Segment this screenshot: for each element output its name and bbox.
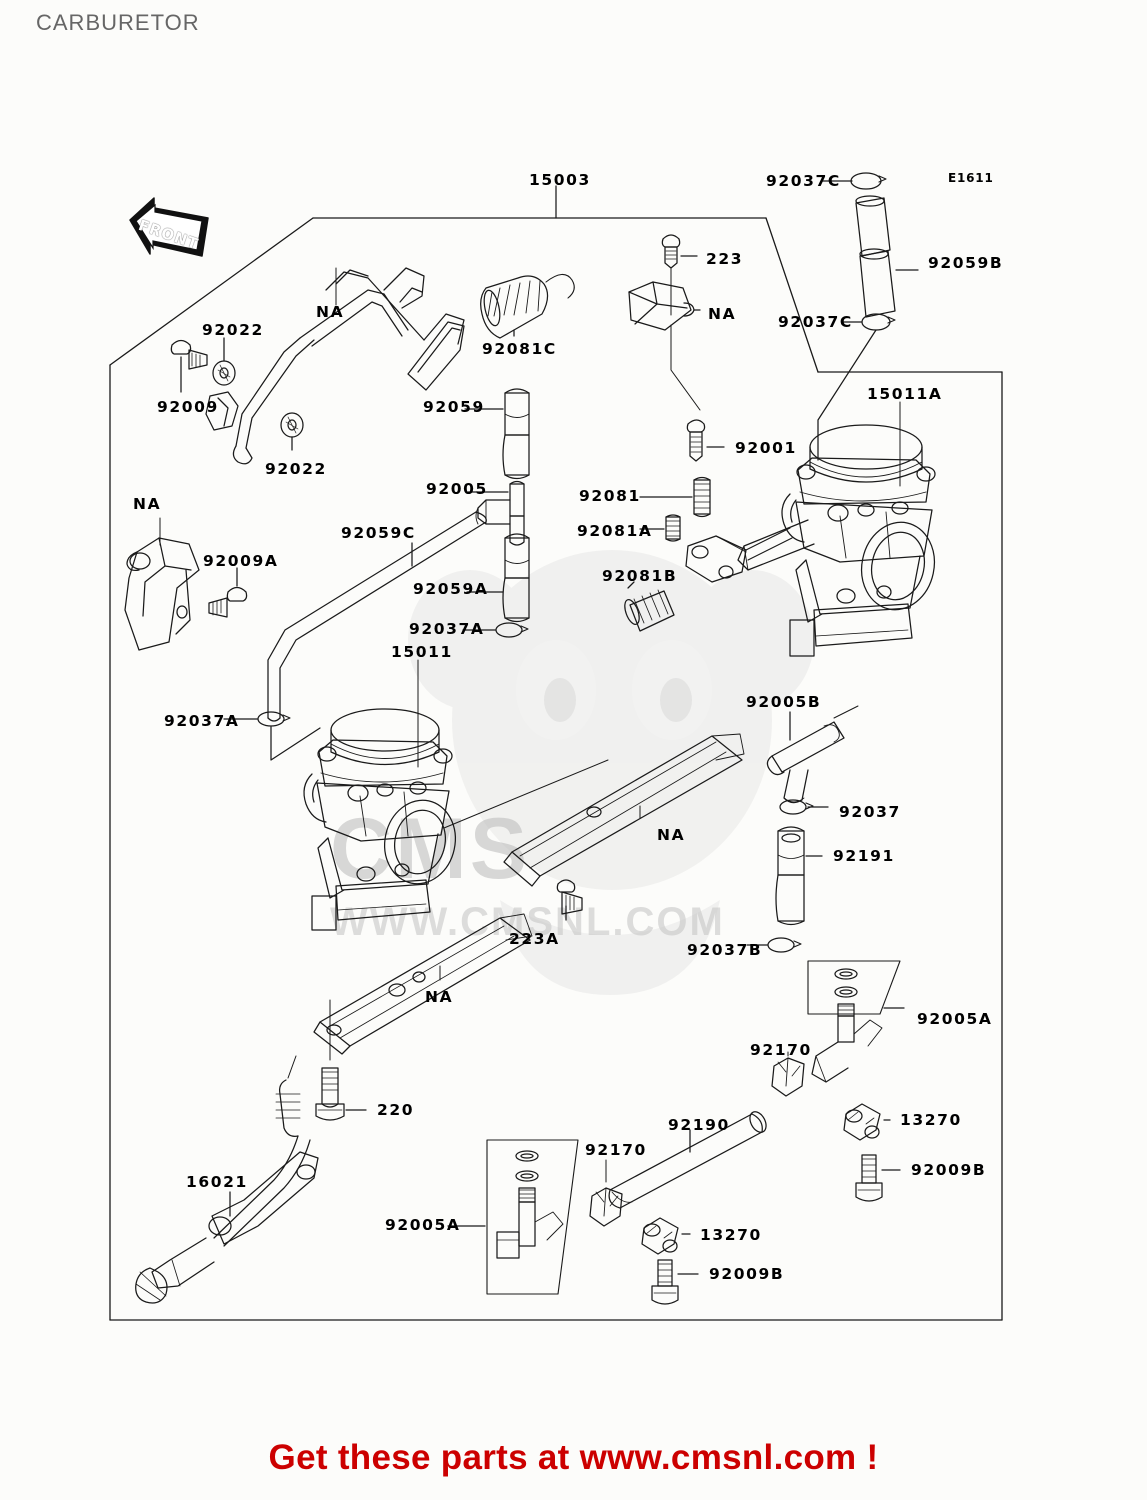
part-rail-na-lower [314,914,532,1054]
part-label-92037c: 92037C [778,313,853,331]
part-92009A-screw [209,568,247,617]
part-label-92037b: 92037B [687,941,763,959]
part-label-92059: 92059 [423,398,485,416]
part-92005A-kit-center [448,1151,563,1258]
assembly-boundary-15003 [110,218,1002,1320]
part-label-92059c: 92059C [341,524,416,542]
part-220-screw [316,1000,366,1120]
part-label-na: NA [133,495,162,513]
part-label-na: NA [657,826,686,844]
part-92191-tube [776,827,822,925]
part-label-na: NA [425,988,454,1006]
part-label-92081b: 92081B [602,567,678,585]
part-label-15011a: 15011A [867,385,943,403]
page-title: CARBURETOR [36,10,200,35]
part-label-15011: 15011 [391,643,453,661]
part-label-e1611: E1611 [948,171,994,185]
part-92009B-screw-center [652,1260,698,1304]
part-label-92005b: 92005B [746,693,822,711]
part-92170-clamp-right [772,1052,804,1096]
part-na-throttle-linkage [206,268,464,464]
part-92037C-upper [822,173,886,189]
part-label-92009b: 92009B [911,1161,987,1179]
part-92059B-tubes [856,196,918,317]
part-label-92059b: 92059B [928,254,1004,272]
part-92059A-tube [467,534,529,622]
part-label-92190: 92190 [668,1116,730,1134]
part-92022-washer-upper [213,338,235,385]
part-label-92022: 92022 [202,321,264,339]
footer-cta: Get these parts at www.cmsnl.com ! [268,1438,879,1477]
part-label-92037a: 92037A [409,620,485,638]
part-223A-screw [557,880,582,920]
part-92037-clamp [780,800,828,814]
part-15011A-carburetor [738,402,942,656]
part-label-92037a: 92037A [164,712,240,730]
part-label-220: 220 [377,1101,415,1119]
part-92009-screw [171,341,207,393]
part-label-92005a: 92005A [917,1010,993,1028]
part-label-92081: 92081 [579,487,641,505]
part-label-13270: 13270 [700,1226,762,1244]
part-label-13270: 13270 [900,1111,962,1129]
part-label-92001: 92001 [735,439,797,457]
part-label-92170: 92170 [750,1041,812,1059]
watermark-mascot-icon [408,550,814,995]
part-label-92191: 92191 [833,847,895,865]
leader-92081B [628,582,634,588]
part-92059-tube [465,389,529,479]
part-92005B-fitting [767,706,858,803]
part-92009B-screw-right [856,1155,900,1201]
part-92022-washer-lower [281,413,303,450]
part-na-bracket-left [125,518,199,650]
exploded-parts-drawing [0,0,1147,1420]
part-92037A-clamp-center [463,623,528,637]
part-92190-tube [609,1109,769,1208]
part-label-92009a: 92009A [203,552,279,570]
parts-diagram: CMS WWW.CMSNL.COM [0,0,1147,1420]
part-92059C-tube [268,512,486,721]
part-label-223: 223 [706,250,744,268]
leader-carb-link [444,760,608,828]
part-throttle-plate-right [686,528,792,582]
part-label-92081c: 92081C [482,340,557,358]
part-92081C-spring [481,274,575,338]
part-92037B-clamp [747,938,801,952]
part-92001-bolt [687,420,724,461]
part-223-screw [662,235,697,268]
part-label-92005a: 92005A [385,1216,461,1234]
part-92170-clamp-center [590,1160,622,1226]
part-label-16021: 16021 [186,1173,248,1191]
part-92005A-kit-right [812,969,904,1082]
part-92037A-clamp-left [224,712,320,760]
part-16021-assembly [136,1056,318,1303]
part-label-92022: 92022 [265,460,327,478]
part-rail-na-upper [504,734,744,886]
part-label-92037: 92037 [839,803,901,821]
part-label-92037c: 92037C [766,172,841,190]
part-92081A-spring [640,515,680,541]
part-label-92081a: 92081A [577,522,653,540]
front-direction-indicator: FRONT [124,190,214,275]
part-92081B-spring [622,582,674,631]
part-92037C-lower [818,314,895,460]
part-13270-joint-right [844,1104,890,1140]
part-label-92170: 92170 [585,1141,647,1159]
part-label-na: NA [708,305,737,323]
part-label-15003: 15003 [529,171,591,189]
part-label-92009b: 92009B [709,1265,785,1283]
part-15011-carburetor [304,660,463,930]
part-label-92059a: 92059A [413,580,489,598]
part-label-na: NA [316,303,345,321]
front-arrow-icon [129,197,209,257]
part-label-223a: 223A [509,930,560,948]
part-label-92005: 92005 [426,480,488,498]
part-label-92009: 92009 [157,398,219,416]
part-92081-spring [640,478,710,517]
part-13270-joint-center [642,1218,690,1254]
part-92005A-box-center [487,1140,578,1294]
part-92005A-box-right [808,961,900,1014]
part-na-bracket-top [629,268,700,410]
